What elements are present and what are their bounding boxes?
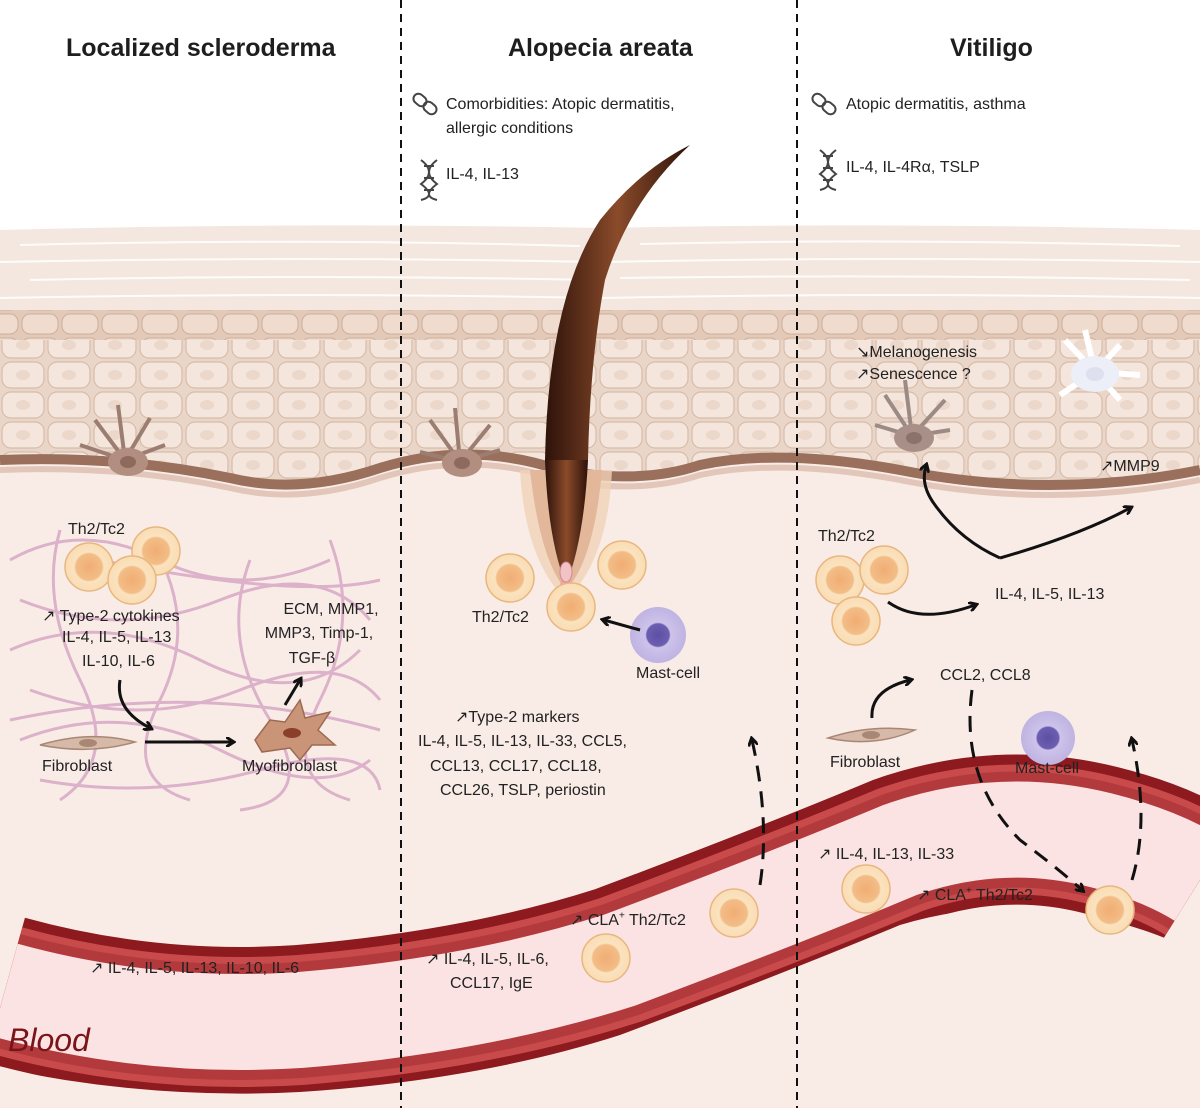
genetics-text: IL-4, IL-13 [446, 166, 519, 183]
t-cells-panel3 [815, 545, 909, 646]
cytokine-text: IL-10, IL-6 [82, 653, 155, 670]
granular-layer [0, 310, 1200, 340]
fibroblast-label: Fibroblast [830, 754, 901, 771]
blood-text: CCL17, IgE [450, 975, 533, 992]
markers-text: IL-4, IL-5, IL-13, IL-33, CCL5, [418, 733, 627, 750]
t-cells-panel1 [64, 526, 181, 605]
blood-text: ↗ IL-4, IL-5, IL-6, [426, 951, 549, 968]
melanocyte-depleted [1058, 329, 1141, 402]
dna-icon [419, 159, 439, 201]
markers-text: ↗Type-2 markers [455, 709, 580, 726]
ecm-text: ECM, MMP1, [283, 601, 379, 618]
t-cells-blood [581, 864, 1135, 983]
epidermis [0, 340, 1200, 485]
fibroblast-panel3 [825, 727, 918, 743]
cla-label: ↗ CLA+ Th2/Tc2 [570, 910, 686, 929]
blood-text: ↗ IL-4, IL-13, IL-33 [818, 846, 955, 863]
myofibroblast [254, 698, 337, 762]
cell-label: Th2/Tc2 [68, 521, 125, 538]
blood-label: Blood [8, 1022, 90, 1058]
link-icon [811, 92, 837, 116]
mast-cell-label: Mast-cell [1015, 760, 1080, 777]
cytokine-text: IL-4, IL-5, IL-13 [62, 629, 172, 646]
cytokine-text: ↗ Type-2 cytokines [42, 608, 180, 625]
mast-cell-label: Mast-cell [636, 665, 701, 682]
senescence-text: ↗Senescence ? [856, 366, 971, 383]
cell-label: Th2/Tc2 [818, 528, 875, 545]
mmp9-text: ↗MMP9 [1100, 458, 1160, 475]
panel-title: Vitiligo [950, 34, 1033, 62]
genetics-text: IL-4, IL-4Rα, TSLP [846, 159, 980, 176]
cytokine-text: IL-4, IL-5, IL-13 [995, 586, 1105, 603]
hair-follicle [520, 145, 690, 600]
chemokine-text: CCL2, CCL8 [940, 667, 1031, 684]
panel-title: Localized scleroderma [66, 34, 336, 62]
arrows [117, 466, 1130, 742]
myofibroblast-label: Myofibroblast [242, 758, 338, 775]
ecm-text: MMP3, Timp-1, [264, 625, 374, 642]
comorbidity-text: Atopic dermatitis, asthma [846, 96, 1026, 113]
fibroblast-label: Fibroblast [42, 758, 113, 775]
comorbidity-text: allergic conditions [446, 120, 574, 137]
melanocyte-vitiligo [874, 379, 951, 452]
mast-cell-panel3 [1021, 711, 1075, 765]
mast-cell-panel2 [630, 607, 686, 663]
blood-text: ↗ IL-4, IL-5, IL-13, IL-10, IL-6 [90, 960, 300, 977]
cell-label: Th2/Tc2 [472, 609, 529, 626]
dna-icon [818, 149, 838, 191]
markers-text: CCL13, CCL17, CCL18, [430, 758, 602, 775]
comorbidity-text: Comorbidities: Atopic dermatitis, [446, 96, 675, 113]
dashed-arrows [752, 689, 1143, 890]
link-icon [412, 92, 438, 116]
panel-title: Alopecia areata [508, 34, 693, 62]
cla-label: ↗ CLA+ Th2/Tc2 [917, 885, 1033, 904]
melanocyte-1 [79, 404, 166, 476]
fibroblast-panel1 [39, 735, 138, 751]
melanocyte-2 [419, 407, 501, 477]
t-cells-panel2 [485, 540, 647, 632]
markers-text: CCL26, TSLP, periostin [440, 782, 606, 799]
melanogenesis-text: ↘Melanogenesis [856, 344, 978, 361]
blood-vessel [0, 754, 1200, 1097]
ecm-text: TGF-β [288, 650, 336, 667]
